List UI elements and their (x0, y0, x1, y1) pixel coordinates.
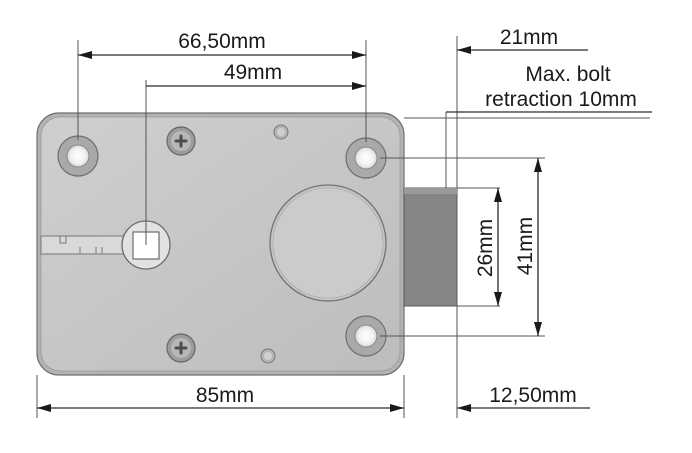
lock-bolt (403, 187, 458, 307)
screw-top (166, 126, 196, 156)
label-21mm: 21mm (500, 26, 558, 49)
dimension-66-50mm: 66,50mm (78, 30, 366, 59)
label-66-50mm: 66,50mm (178, 30, 266, 53)
mounting-hole-top-left (57, 135, 99, 177)
label-12-50mm: 12,50mm (489, 384, 577, 407)
dimension-12-50mm: 12,50mm (457, 384, 590, 412)
rivet-top (273, 124, 289, 140)
extension-lines (36, 36, 650, 418)
lock-body (36, 112, 405, 376)
label-49mm: 49mm (224, 61, 282, 84)
label-retraction-10mm: retraction 10mm (485, 88, 637, 111)
lock-cylinder-boss (269, 184, 387, 302)
dimension-41mm: 41mm (514, 158, 542, 336)
mounting-hole-bottom-right (345, 315, 387, 357)
dimension-26mm: 26mm (474, 188, 502, 306)
dimension-bolt-retraction: Max. bolt retraction 10mm (446, 63, 652, 113)
dimension-49mm: 49mm (146, 61, 366, 90)
label-85mm: 85mm (196, 384, 254, 407)
label-max-bolt: Max. bolt (525, 63, 610, 86)
screw-bottom (166, 333, 196, 363)
label-26mm: 26mm (474, 219, 497, 277)
label-41mm: 41mm (514, 217, 537, 275)
dimension-21mm: 21mm (457, 26, 588, 54)
rivet-bottom (260, 348, 276, 364)
dimension-85mm: 85mm (37, 384, 404, 412)
